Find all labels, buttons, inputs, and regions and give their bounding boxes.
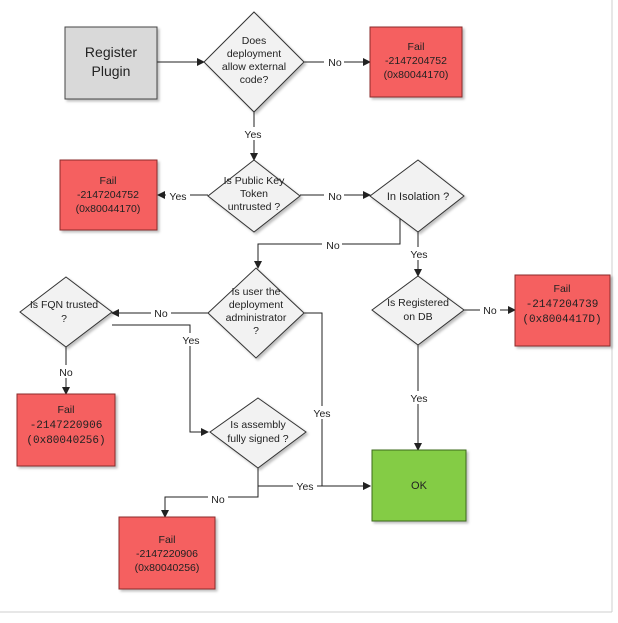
fail-hex: (0x80040256) bbox=[26, 435, 105, 447]
decision-public-key: Is Public Key Token untrusted ? bbox=[207, 159, 301, 233]
decision-text: on DB bbox=[403, 311, 432, 323]
edge-label-yes: Yes bbox=[313, 408, 330, 420]
edge-label-no: No bbox=[211, 494, 225, 506]
fail-code: -2147204752 bbox=[385, 55, 447, 67]
fail-code: -2147204752 bbox=[77, 189, 139, 201]
edge-label-yes: Yes bbox=[182, 335, 199, 347]
decision-text: Is assembly bbox=[230, 419, 286, 431]
fail-title: Fail bbox=[58, 404, 75, 416]
edge-label-yes: Yes bbox=[169, 191, 186, 203]
fail-code: -2147204739 bbox=[526, 299, 599, 311]
fail-box-2: Fail -2147204752 (0x80044170) bbox=[59, 159, 158, 231]
edge-admin-yes bbox=[304, 312, 371, 490]
fail-box-5: Fail -2147220906 (0x80040256) bbox=[118, 516, 216, 590]
ok-label: OK bbox=[411, 480, 428, 492]
decision-text: Token bbox=[240, 188, 268, 200]
ok-node: OK bbox=[371, 449, 467, 522]
edge-label-yes: Yes bbox=[296, 481, 313, 493]
decision-text: Is Public Key bbox=[224, 175, 285, 187]
fail-title: Fail bbox=[408, 41, 425, 53]
edge-label-no: No bbox=[154, 308, 168, 320]
decision-isolation: In Isolation ? bbox=[369, 159, 465, 233]
fail-hex: (0x80040256) bbox=[135, 562, 200, 574]
decision-text: administrator bbox=[226, 312, 287, 324]
fail-box-4: Fail -2147220906 (0x80040256) bbox=[16, 393, 116, 467]
decision-text: ? bbox=[61, 313, 67, 325]
decision-text: fully signed ? bbox=[227, 433, 288, 445]
decision-text: Is FQN trusted bbox=[30, 299, 98, 311]
fail-hex: (0x80044170) bbox=[384, 69, 449, 81]
edge-label-yes: Yes bbox=[244, 129, 261, 141]
edge-label-no: No bbox=[59, 367, 73, 379]
fail-title: Fail bbox=[100, 175, 117, 187]
decision-deploy-admin: Is user the deployment administrator ? bbox=[207, 267, 305, 359]
decision-text: deployment bbox=[229, 299, 283, 311]
edge-label-no: No bbox=[326, 240, 340, 252]
fail-code: -2147220906 bbox=[136, 548, 198, 560]
edge-label-no: No bbox=[328, 191, 342, 203]
edge-label-yes: Yes bbox=[410, 249, 427, 261]
decision-text: Is Registered bbox=[387, 297, 449, 309]
register-line-1: Register bbox=[85, 44, 137, 60]
decision-external-code: Does deployment allow external code? bbox=[203, 11, 305, 113]
decision-text: In Isolation ? bbox=[387, 191, 449, 203]
decision-text: deployment bbox=[227, 48, 281, 60]
register-line-2: Plugin bbox=[92, 63, 131, 79]
fail-code: -2147220906 bbox=[30, 420, 103, 432]
fail-box-1: Fail -2147204752 (0x80044170) bbox=[369, 26, 463, 98]
decision-text: code? bbox=[240, 74, 269, 86]
decision-text: ? bbox=[253, 325, 259, 337]
decision-assembly-signed: Is assembly fully signed ? bbox=[209, 397, 307, 469]
edge-labels: No Yes Yes No No Yes No No Yes No Yes Ye… bbox=[56, 55, 500, 506]
decision-registered-db: Is Registered on DB bbox=[371, 275, 465, 346]
register-plugin-node: Register Plugin bbox=[64, 26, 158, 100]
fail-box-3: Fail -2147204739 (0x8004417D) bbox=[514, 274, 611, 347]
fail-hex: (0x80044170) bbox=[76, 203, 141, 215]
edge-fqn-yes bbox=[112, 324, 209, 436]
edge-label-no: No bbox=[483, 305, 497, 317]
fail-title: Fail bbox=[554, 283, 571, 295]
connectors bbox=[62, 58, 516, 518]
decision-text: allow external bbox=[222, 61, 286, 73]
fail-hex: (0x8004417D) bbox=[522, 314, 601, 326]
decision-text: untrusted ? bbox=[228, 201, 281, 213]
edge-label-yes: Yes bbox=[410, 393, 427, 405]
decision-fqn-trusted: Is FQN trusted ? bbox=[19, 276, 113, 348]
fail-title: Fail bbox=[159, 534, 176, 546]
edge-label-no: No bbox=[328, 57, 342, 69]
decision-text: Does bbox=[242, 35, 267, 47]
decision-text: Is user the bbox=[231, 286, 280, 298]
